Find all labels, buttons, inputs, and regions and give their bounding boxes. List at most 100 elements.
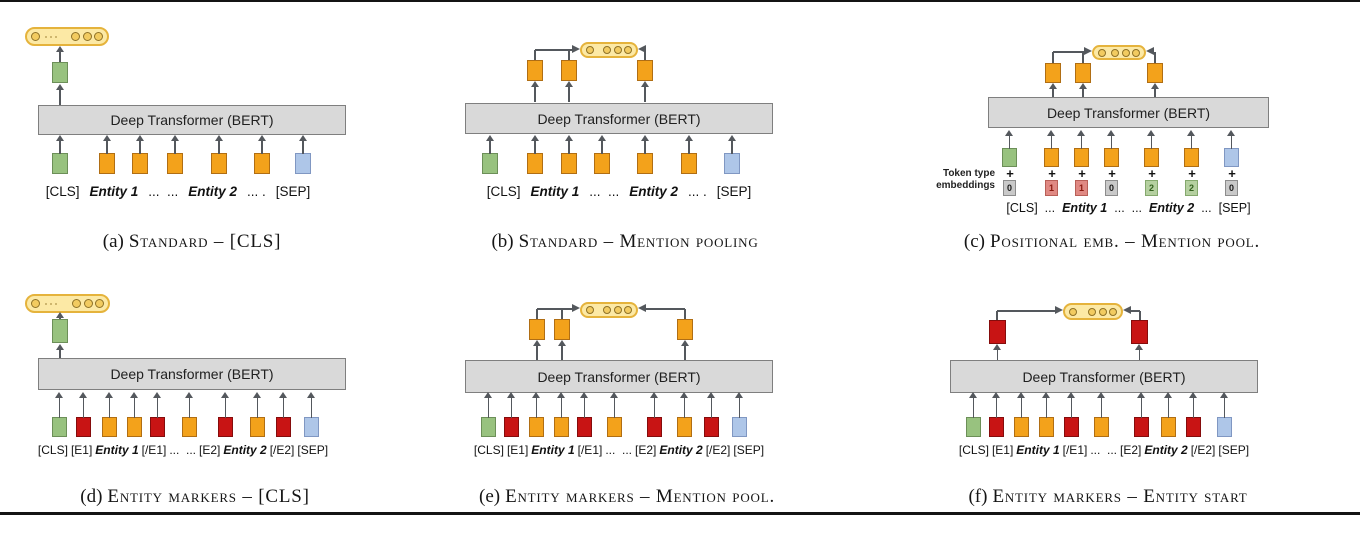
token-box-word: [102, 392, 117, 437]
token-box-cls: [482, 135, 498, 174]
token-box-marker: [150, 392, 165, 437]
caption-c: (c)Positional emb. – Mention pool.: [964, 231, 1260, 253]
token-type-box-1: 1: [1075, 180, 1088, 196]
plus-sign: +: [1228, 166, 1236, 181]
arrow-bert-to-cls-icon: [55, 84, 65, 105]
token-type-label-line2: embeddings: [936, 179, 995, 191]
bert-box: Deep Transformer (BERT): [38, 105, 346, 135]
arrow-bert-to-cls-icon: [55, 344, 65, 359]
token-box-marker: [276, 392, 291, 437]
token-box-word: [607, 392, 622, 437]
token-box-word: [254, 135, 270, 174]
token-label: [/E1]: [1062, 443, 1088, 457]
token-type-box-0: 0: [1225, 180, 1238, 196]
ellipsis-dot: [50, 302, 52, 305]
token-label: [CLS]: [1006, 201, 1038, 215]
token-labels: [CLS] Entity 1 ... ... Entity 2 ... . [S…: [465, 184, 773, 199]
entity-start-output-box: [1131, 320, 1148, 360]
token-label: Entity 1: [530, 184, 580, 199]
pooled-output-pill: [580, 302, 638, 318]
embedding-dot: [95, 299, 104, 308]
token-label: Entity 2: [659, 443, 703, 457]
mention-output-box: [554, 319, 570, 361]
top-rule: [0, 0, 1360, 2]
token-label: [CLS]: [958, 443, 989, 457]
bert-box: Deep Transformer (BERT): [465, 103, 773, 134]
token-label: [E2]: [1120, 443, 1142, 457]
token-box-word: [99, 135, 115, 174]
token-box-word: [1161, 392, 1176, 437]
token-type-embeddings-label: Token type embeddings: [880, 168, 995, 191]
token-label: Entity 1: [1016, 443, 1060, 457]
token-label: [SEP]: [275, 184, 311, 199]
caption-text: Entity markers – Mention pool.: [505, 486, 776, 507]
token-label: [CLS]: [473, 443, 504, 457]
embedding-dot: [94, 32, 103, 41]
token-box-marker: [577, 392, 592, 437]
token-box-cls: [52, 135, 68, 174]
token-label: ... .: [247, 184, 266, 199]
caption-prefix: (a): [102, 231, 124, 252]
caption-text: Positional emb. – Mention pool.: [990, 231, 1261, 252]
token-type-box-0: 0: [1003, 180, 1016, 196]
caption-prefix: (e): [478, 486, 501, 507]
embedding-dot: [1098, 48, 1106, 57]
token-label: Entity 1: [531, 443, 575, 457]
token-box-word: [637, 135, 653, 174]
token-label: [/E2]: [269, 443, 295, 457]
token-box-word: [1094, 392, 1109, 437]
caption-text: Standard – [CLS]: [128, 231, 282, 252]
embedding-dot: [82, 32, 92, 41]
connector-line: [1139, 311, 1141, 320]
bert-label: Deep Transformer (BERT): [1046, 104, 1211, 121]
token-label: [E1]: [506, 443, 529, 457]
token-type-label-line1: Token type: [942, 168, 995, 179]
bottom-rule: [0, 512, 1360, 515]
embedding-dot: [72, 299, 81, 308]
embedding-dot: [1098, 307, 1107, 316]
bert-label: Deep Transformer (BERT): [537, 110, 701, 127]
mention-output-box: [529, 319, 545, 361]
caption-prefix: (c): [963, 231, 986, 252]
token-label: ... ...: [1090, 443, 1117, 457]
caption-prefix: (f): [968, 486, 988, 507]
entity-start-output-box: [989, 320, 1006, 360]
token-box-marker: [647, 392, 662, 437]
pooled-output-pill: [1092, 45, 1146, 60]
arrowhead-left-icon: [638, 304, 646, 312]
bert-box: Deep Transformer (BERT): [38, 358, 346, 390]
token-box-sep: [1217, 392, 1232, 437]
token-type-box-2: 2: [1145, 180, 1158, 196]
token-box-cls: [481, 392, 496, 437]
caption-e: (e)Entity markers – Mention pool.: [479, 486, 775, 508]
token-box-word: [1144, 130, 1159, 167]
embedding-dot: [624, 306, 632, 314]
token-label: [CLS]: [45, 184, 80, 199]
token-box-word: [182, 392, 197, 437]
connector-line: [535, 49, 572, 51]
connector-line: [536, 309, 538, 319]
token-label: [SEP]: [1218, 443, 1250, 457]
token-label: Entity 2: [223, 443, 267, 457]
token-labels: [CLS] [E1] Entity 1 [/E1] ... ... [E2] E…: [460, 443, 778, 457]
embedding-dot: [624, 46, 632, 54]
mention-output-box: [1075, 63, 1091, 97]
token-box-word: [1074, 130, 1089, 167]
plus-sign: +: [1048, 166, 1056, 181]
token-box-word: [132, 135, 148, 174]
bert-box: Deep Transformer (BERT): [465, 360, 773, 393]
token-box-marker: [1134, 392, 1149, 437]
token-label: [CLS]: [37, 443, 68, 457]
ellipsis-dot: [55, 302, 57, 305]
connector-line: [561, 309, 563, 319]
arrow-cls-to-pill-icon: [55, 312, 65, 320]
token-box-marker: [504, 392, 519, 437]
token-label: Entity 1: [1062, 201, 1108, 215]
plus-sign: +: [1108, 166, 1116, 181]
connector-line: [1154, 52, 1156, 63]
token-labels: [CLS] [E1] Entity 1 [/E1] ... ... [E2] E…: [33, 443, 333, 457]
pooled-output-pill: [25, 294, 110, 313]
arrowhead-left-icon: [1123, 306, 1131, 314]
